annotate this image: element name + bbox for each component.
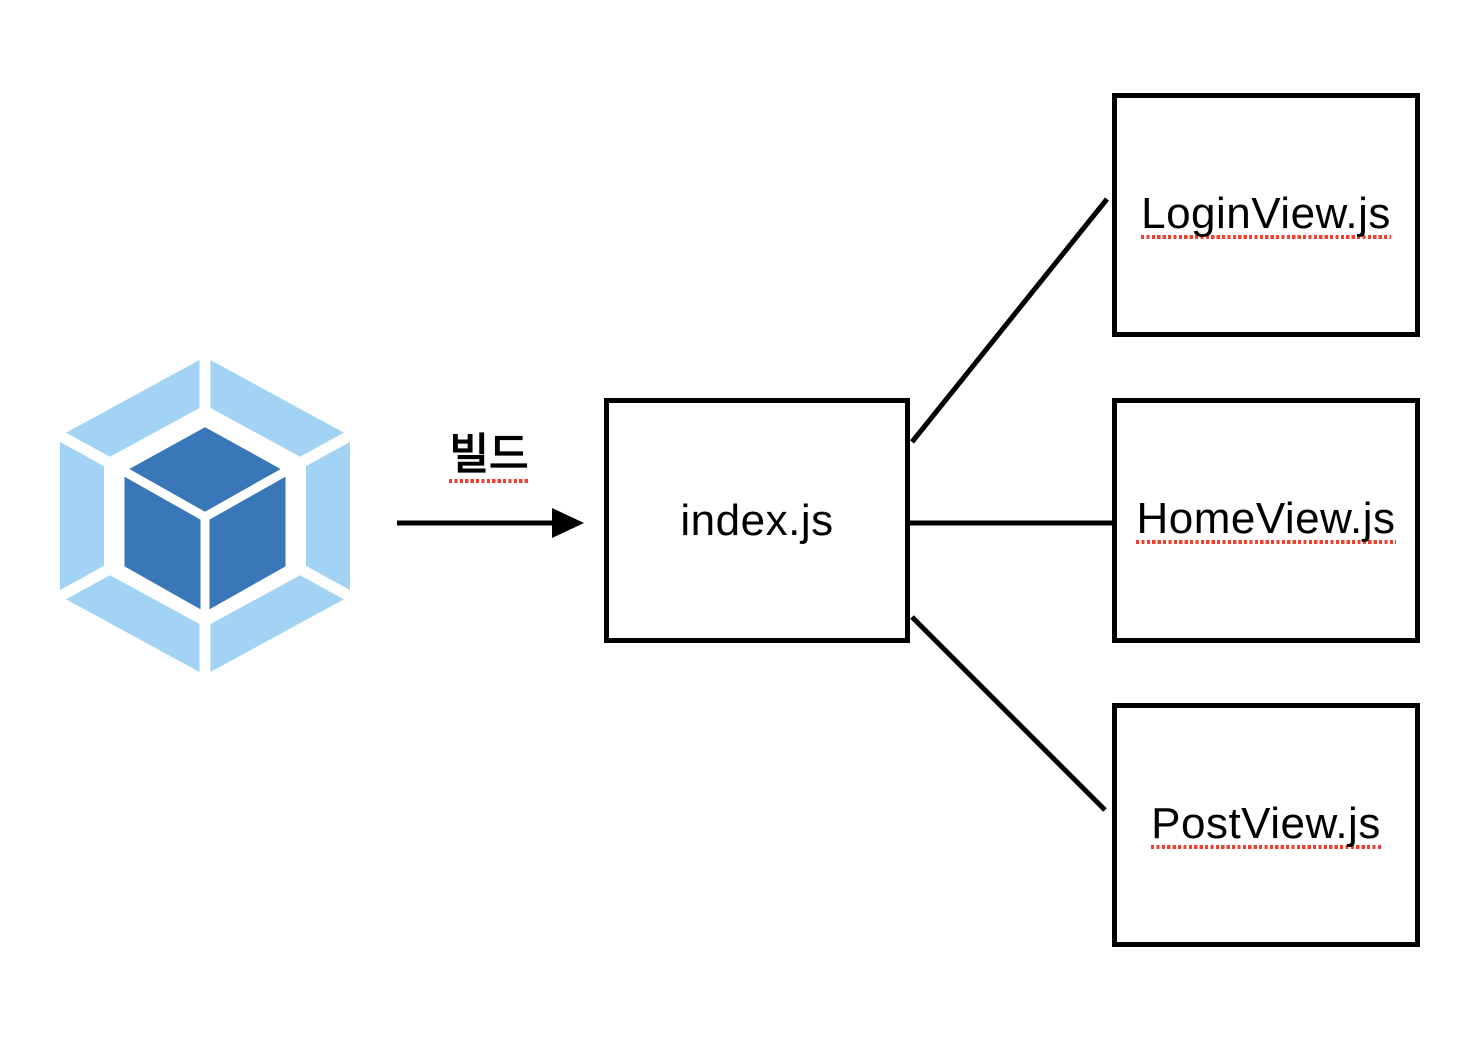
- node-label-homeview: HomeView.js: [1136, 494, 1396, 544]
- edge-index-to-loginview: [910, 197, 1109, 444]
- webpack-logo-seams: [60, 357, 350, 675]
- node-box-loginview: LoginView.js: [1112, 93, 1420, 337]
- node-label-postview: PostView.js: [1151, 798, 1381, 849]
- edge-index-to-postview: [910, 615, 1107, 812]
- webpack-logo-cube: [115, 417, 295, 622]
- node-label-loginview: LoginView.js: [1141, 188, 1391, 239]
- node-box-homeview: HomeView.js: [1112, 398, 1420, 643]
- build-arrow-head: [552, 508, 584, 538]
- node-box-index: index.js: [604, 398, 910, 643]
- node-label-index: index.js: [680, 495, 834, 545]
- webpack-logo-icon: [60, 357, 350, 675]
- webpack-logo-ring: [60, 357, 350, 675]
- node-box-postview: PostView.js: [1112, 703, 1420, 947]
- build-arrow-label: 빌드: [441, 434, 537, 483]
- build-arrow-label-text: 빌드: [449, 434, 529, 483]
